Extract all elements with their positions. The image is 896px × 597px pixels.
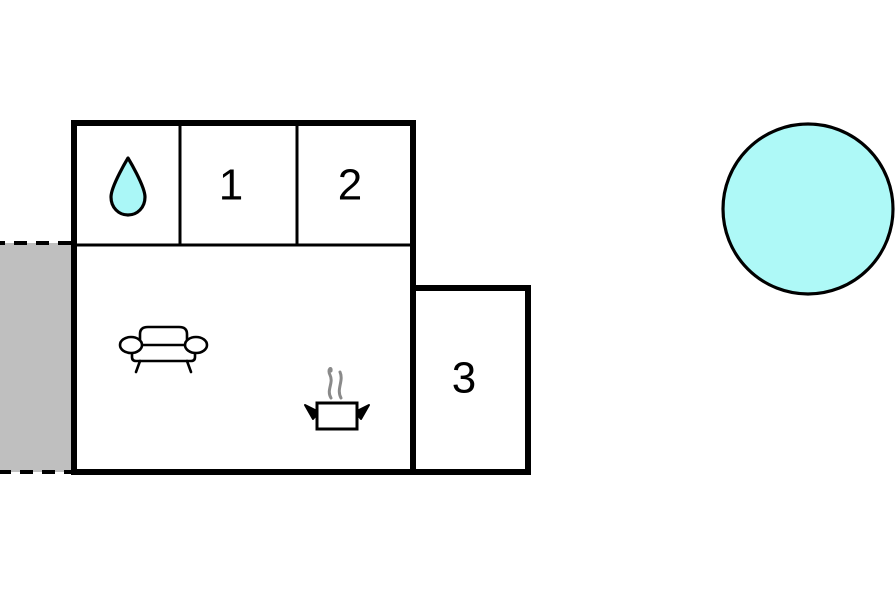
room-label-2: 2	[338, 161, 362, 210]
sofa-armrest-right	[183, 335, 209, 355]
pot-steam-left	[327, 366, 333, 400]
pot-body	[315, 401, 359, 431]
sofa-armrest-left	[118, 335, 144, 355]
room-label-1: 1	[219, 161, 243, 210]
terrace-outline	[0, 241, 76, 474]
pot-steam-right	[337, 370, 343, 400]
water-drop-icon	[109, 156, 147, 217]
terrace-area[interactable]	[0, 241, 76, 474]
interior-walls	[74, 123, 416, 472]
compass-marker[interactable]	[721, 122, 895, 296]
sofa-backrest	[138, 325, 189, 347]
sofa-icon	[118, 325, 209, 374]
room-label-3: 3	[452, 354, 476, 403]
cooking-pot-icon	[304, 366, 370, 431]
water-drop-shape	[109, 156, 147, 217]
sofa-leg-left	[134, 359, 142, 374]
sofa-leg-right	[185, 359, 193, 374]
